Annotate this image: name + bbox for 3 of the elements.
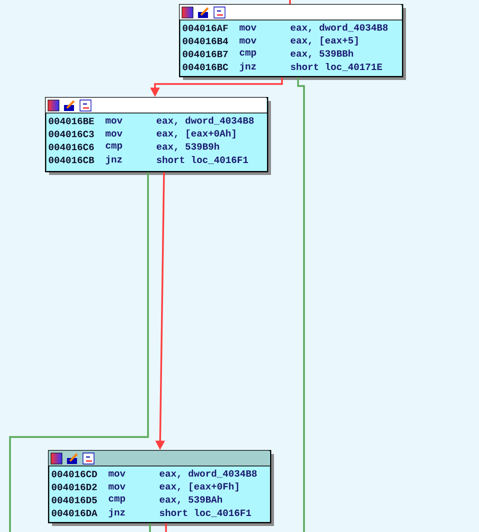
- connector-line: [297, 77, 305, 532]
- connector-line: [289, 0, 291, 4]
- connector-line: [9, 172, 149, 532]
